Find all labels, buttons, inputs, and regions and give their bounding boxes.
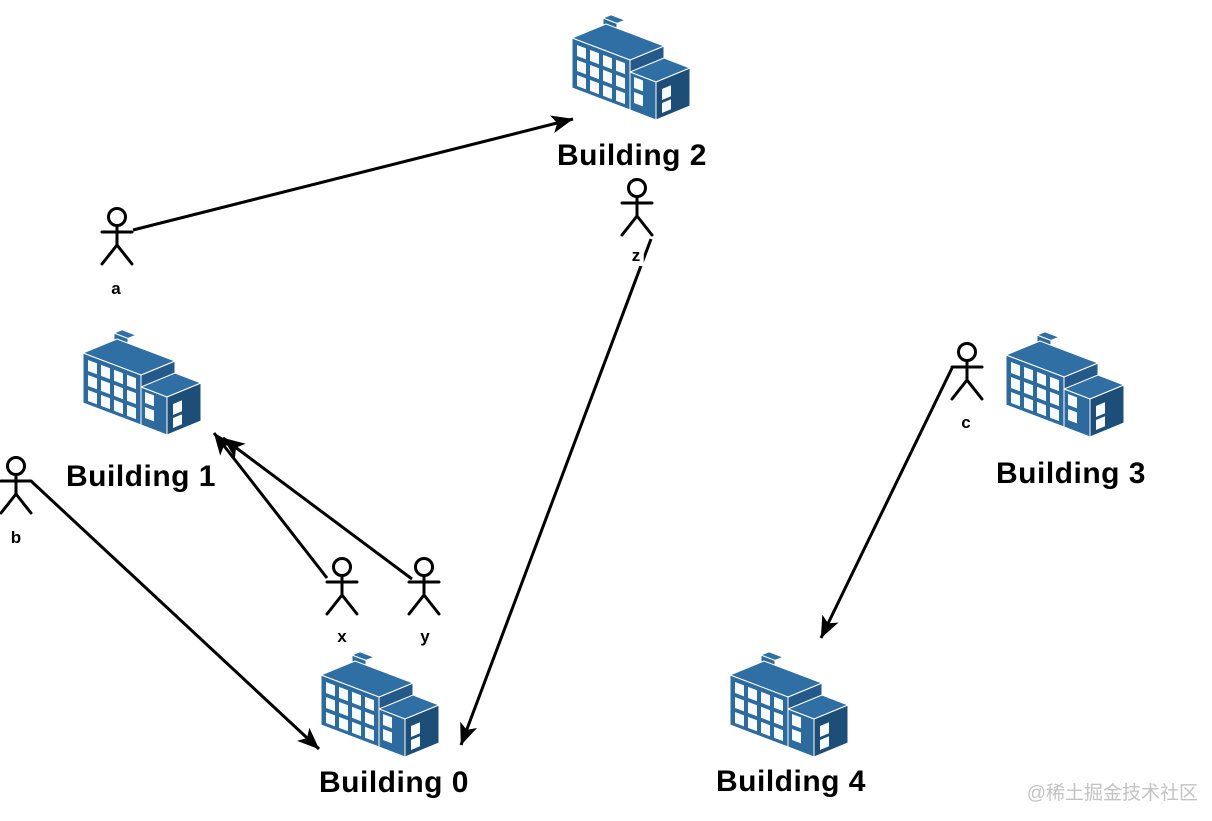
building-1-label: Building 1 bbox=[66, 460, 216, 493]
building-3-icon bbox=[1005, 331, 1125, 438]
building-4-icon bbox=[729, 651, 849, 758]
building-0-icon bbox=[320, 651, 440, 758]
person-b-icon bbox=[0, 456, 33, 515]
person-c-label: c bbox=[961, 413, 971, 432]
building-4-label: Building 4 bbox=[716, 765, 866, 798]
person-y-label: y bbox=[420, 627, 430, 646]
edge-c-to-building-4 bbox=[819, 367, 954, 639]
person-z-icon bbox=[620, 178, 654, 237]
buildings-layer bbox=[82, 14, 1125, 758]
edge-y-to-building-1 bbox=[222, 436, 413, 581]
edge-z-to-building-0 bbox=[459, 238, 653, 746]
person-x-icon bbox=[325, 557, 359, 616]
building-3-label: Building 3 bbox=[996, 457, 1146, 490]
person-z-label: z bbox=[628, 246, 644, 266]
watermark-text: @稀土掘金技术社区 bbox=[1026, 783, 1198, 804]
person-y-icon bbox=[407, 557, 441, 616]
building-2-label: Building 2 bbox=[557, 139, 707, 172]
edge-b-to-building-0 bbox=[29, 479, 321, 751]
person-x-label: x bbox=[337, 627, 347, 646]
building-1-icon bbox=[82, 329, 202, 436]
edge-x-to-building-1 bbox=[212, 432, 329, 579]
person-c-icon bbox=[950, 342, 984, 401]
edges-layer bbox=[29, 115, 954, 751]
building-2-icon bbox=[571, 14, 691, 121]
person-b-label: b bbox=[10, 528, 22, 547]
person-a-icon bbox=[100, 207, 134, 266]
person-a-label: a bbox=[111, 279, 121, 298]
building-0-label: Building 0 bbox=[319, 766, 469, 799]
edge-a-to-building-2 bbox=[132, 115, 574, 232]
